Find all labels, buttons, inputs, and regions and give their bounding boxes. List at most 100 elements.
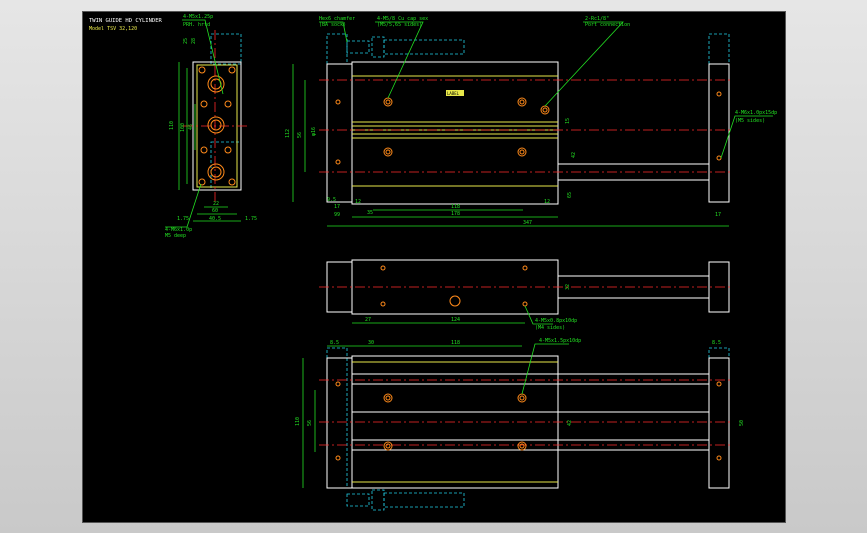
rod-hidden	[383, 39, 465, 55]
dim-42: 42	[571, 152, 577, 158]
end-hole	[198, 178, 206, 186]
dim-85b: 8.5	[712, 340, 721, 346]
end-view: 110 100 46 25 28 22 60 40.5 1.75 1.75 4-…	[165, 14, 257, 239]
plan-hole	[522, 301, 528, 307]
dim-56: 56	[297, 132, 303, 138]
guide-rod-bore-lower	[207, 163, 225, 181]
dim-12b: 12	[544, 199, 550, 205]
dim-110: 110	[169, 121, 175, 130]
dim-27: 27	[365, 317, 371, 323]
cap-screw-hidden	[371, 36, 385, 58]
bottom-rod-hidden	[383, 492, 465, 508]
note-cap-screw-sub: (M5/5,65 sides)	[377, 22, 422, 28]
plan-hole	[380, 301, 386, 307]
end-view-hidden-top	[210, 33, 242, 65]
note-cap-screw: 4-M5/8 Cu cap sex	[377, 16, 428, 22]
note-bottom-left-hole-sub: M5 deep	[165, 233, 186, 239]
note-hex-sub: (BA sock)	[319, 22, 346, 28]
label-plate	[446, 90, 464, 96]
plan-view: 27 124 32 4-M5x0.8px10dp (M4 sides)	[319, 259, 733, 331]
front-hidden-right	[708, 33, 730, 65]
dim-42b: 42	[567, 420, 573, 426]
dim-28: 28	[191, 38, 197, 44]
end-hole	[228, 178, 236, 186]
dim-22: 22	[213, 201, 219, 207]
note-rod-hole: 4-M6x1.0px15dp	[735, 110, 777, 116]
dim-30: 30	[368, 340, 374, 346]
dim-50: 50	[739, 420, 745, 426]
note-rod-hole-sub: (M5 sides)	[735, 118, 765, 124]
bottom-left-plate	[326, 357, 353, 489]
dim-112: 112	[285, 129, 291, 138]
bottom-hole	[517, 393, 527, 403]
bottom-hole	[383, 393, 393, 403]
drawing-model: Model TSV 32,120	[89, 26, 137, 32]
bottom-right-plate	[708, 357, 730, 489]
dim-17b: 17	[715, 212, 721, 218]
dim-60: 60	[212, 208, 218, 214]
bottom-view: 8.5 30 118 110 56 42 8.5 50 4-M5x1.5px10…	[295, 338, 745, 511]
dim-100: 100	[180, 123, 186, 132]
dim-118: 118	[451, 204, 460, 210]
front-hole	[383, 147, 393, 157]
front-left-plate	[326, 63, 353, 203]
front-hole	[517, 147, 527, 157]
dim-110b: 110	[295, 417, 301, 426]
plate-hole	[335, 99, 341, 105]
note-top-left-hole: 4-M5x1.25p	[183, 14, 213, 20]
note-mid-hole-sub: (M4 sides)	[535, 325, 565, 331]
dim-15: 15	[565, 118, 571, 124]
end-hole	[200, 100, 208, 108]
end-hole	[228, 66, 236, 74]
drawing-sheet[interactable]: TWIN GUIDE HD CYLINDER Model TSV 32,120 …	[82, 11, 786, 523]
front-view: LABEL 347 178 118 35 99 17 9.5 12 12 17 …	[285, 16, 777, 227]
front-hole	[517, 97, 527, 107]
dim-17a: 17	[334, 204, 340, 210]
end-hole	[198, 66, 206, 74]
note-port-sub: Port connection	[585, 22, 630, 28]
plan-port	[449, 295, 461, 307]
hex-hidden	[346, 40, 370, 54]
label-plate-text: LABEL	[447, 91, 460, 96]
plate-hole	[716, 155, 722, 161]
front-hidden-left	[326, 33, 348, 65]
dim-12a: 12	[355, 199, 361, 205]
guide-rod-bore-lower-inner	[210, 166, 222, 178]
plan-hole	[522, 265, 528, 271]
guide-rod-bore	[207, 75, 225, 93]
guide-rod-bore-inner	[210, 78, 222, 90]
note-bottom-left-hole: 4-M6x1.0p	[165, 227, 192, 233]
dim-65: 65	[567, 192, 573, 198]
cad-drawing[interactable]: TWIN GUIDE HD CYLINDER Model TSV 32,120 …	[83, 12, 785, 522]
front-right-plate	[708, 63, 730, 203]
plate-hole	[716, 91, 722, 97]
cylinder-body	[351, 61, 559, 205]
dim-25: 25	[183, 38, 189, 44]
port-hole	[540, 105, 550, 115]
dim-32: 32	[565, 284, 571, 290]
bottom-hole	[517, 441, 527, 451]
dim-56b: 56	[307, 420, 313, 426]
dim-175b: 1.75	[245, 216, 257, 222]
note-port: 2-Rc1/8"	[585, 16, 609, 22]
bottom-hex-hidden	[346, 493, 370, 507]
dim-95: 9.5	[327, 197, 336, 203]
dim-85a: 8.5	[330, 340, 339, 346]
dim-40: 40.5	[209, 216, 221, 222]
dim-99: 99	[334, 212, 340, 218]
piston-bore	[207, 116, 225, 134]
dim-175a: 1.75	[177, 216, 189, 222]
bottom-cap-screw	[371, 489, 385, 511]
note-bot-hole: 4-M5x1.5px10dp	[539, 338, 581, 344]
dim-35: 35	[367, 210, 373, 216]
dim-118b: 118	[451, 340, 460, 346]
note-hex: Hex6 chamfer	[319, 16, 355, 22]
plate-hole	[335, 159, 341, 165]
plan-hole	[380, 265, 386, 271]
end-hole	[224, 146, 232, 154]
front-hole	[383, 97, 393, 107]
bottom-hidden-right	[708, 347, 730, 489]
dim-178: 178	[451, 211, 460, 217]
dim-46: 46	[188, 124, 194, 130]
